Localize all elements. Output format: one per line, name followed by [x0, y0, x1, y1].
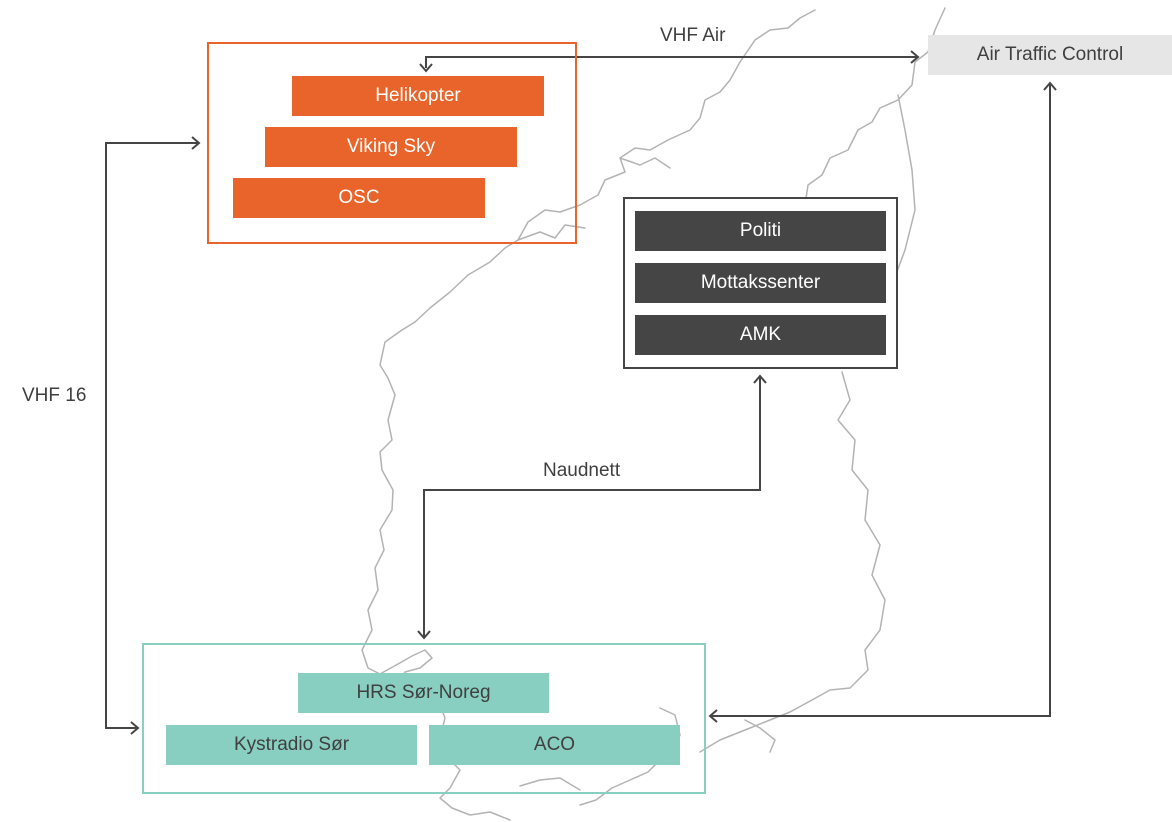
helikopter-node: Helikopter: [292, 76, 544, 116]
vhf-16-arrowhead-top: [191, 136, 201, 150]
vhf-16-arrowhead-bottom: [130, 721, 140, 735]
vhf-16-label: VHF 16: [22, 385, 87, 406]
air-traffic-control-node: Air Traffic Control: [928, 35, 1172, 75]
atc-line: [710, 84, 1051, 717]
osc-node: OSC: [233, 178, 485, 218]
aco-node: ACO: [429, 725, 680, 765]
connection-lines: [105, 50, 1057, 735]
atc-arrowhead-bottom: [708, 709, 718, 723]
vhf-air-arrowhead-left: [419, 63, 433, 73]
vhf-air-label: VHF Air: [660, 25, 726, 46]
vhf-air-line: [425, 56, 918, 68]
amk-node: AMK: [635, 315, 886, 355]
vhf-16-line: [105, 142, 198, 729]
naudnett-label: Naudnett: [543, 460, 621, 481]
naudnett-arrowhead-top: [753, 374, 767, 384]
mottakssenter-node: Mottakssenter: [635, 263, 886, 303]
atc-arrowhead-top: [1043, 81, 1057, 91]
naudnett-line: [423, 377, 761, 638]
vhf-air-arrowhead-right: [910, 50, 920, 64]
rescue-group-box: [142, 643, 706, 794]
orange-group-box: [207, 42, 577, 244]
naudnett-arrowhead-bottom: [417, 630, 431, 640]
politi-node: Politi: [635, 211, 886, 251]
viking-sky-node: Viking Sky: [265, 127, 517, 167]
kystradio-sor-node: Kystradio Sør: [166, 725, 417, 765]
hrs-sor-noreg-node: HRS Sør-Noreg: [298, 673, 549, 713]
